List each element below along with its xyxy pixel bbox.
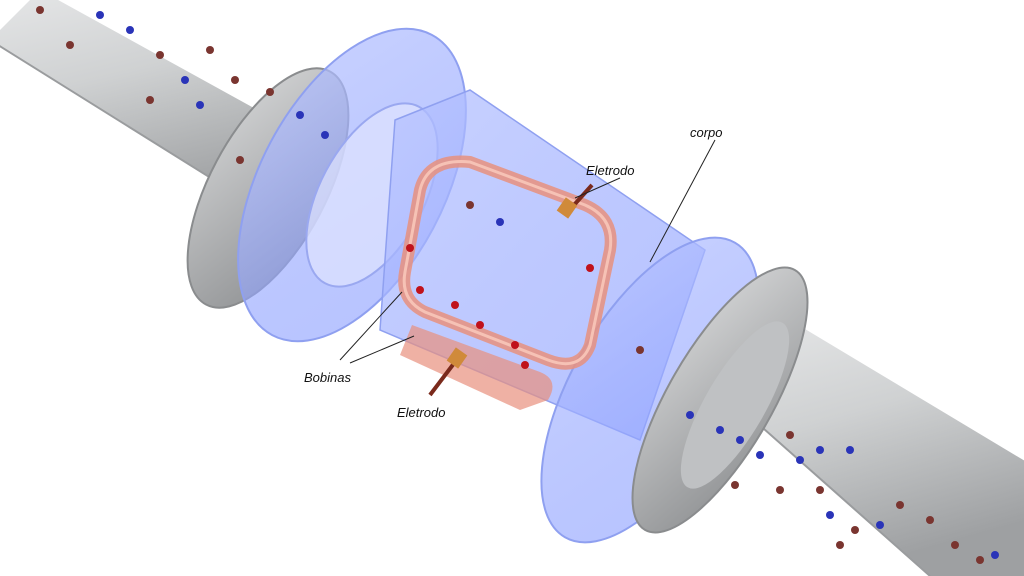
electrode-icon: [428, 183, 594, 397]
leader-lines: [339, 139, 716, 364]
flange-right: [631, 266, 809, 534]
particles: [36, 6, 999, 564]
label-eletrodo-top: Eletrodo: [586, 163, 635, 178]
label-bobinas: Bobinas: [304, 370, 351, 385]
label-corpo: corpo: [690, 125, 723, 140]
coil-icon: [398, 155, 617, 410]
label-eletrodo-bottom: Eletrodo: [397, 405, 446, 420]
